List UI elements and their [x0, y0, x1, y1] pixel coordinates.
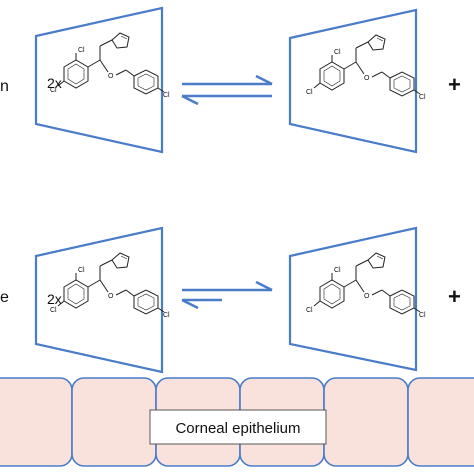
atom-cl-right: Cl	[419, 94, 426, 101]
atom-cl-top: Cl	[334, 267, 341, 274]
atom-cl-right: Cl	[419, 312, 426, 319]
atom-cl-right: Cl	[163, 92, 170, 99]
panel-frame	[288, 8, 418, 154]
multiplier-label: 2x	[47, 291, 62, 307]
plus-sign-top: +	[448, 72, 461, 97]
atom-cl-top: Cl	[78, 47, 85, 54]
multiplier-label: 2x	[47, 75, 62, 91]
panel-frame	[34, 226, 164, 374]
panel-bottom-left: Cl Cl O Cl 2x	[34, 226, 170, 374]
plus-sign-bottom: +	[448, 284, 461, 309]
molecule-structure: Cl Cl O Cl	[50, 32, 170, 99]
molecule-structure: Cl Cl O Cl	[50, 252, 170, 319]
molecule-structure: Cl Cl O Cl	[306, 34, 426, 101]
left-label-bottom: e	[0, 289, 9, 306]
atom-o: O	[364, 293, 370, 300]
panel-top-right: Cl Cl O Cl	[288, 8, 426, 154]
epithelium-label: Corneal epithelium	[175, 420, 300, 437]
atom-o: O	[108, 73, 114, 80]
atom-cl-left: Cl	[50, 307, 57, 314]
molecule-structure: Cl Cl O Cl	[306, 252, 426, 319]
panel-bottom-right: Cl Cl O Cl	[288, 226, 426, 372]
panel-frame	[288, 226, 418, 372]
epithelium-label-box	[149, 409, 327, 445]
equilibrium-arrows-top	[181, 74, 273, 106]
epithelial-cell	[71, 377, 157, 467]
epithelial-cell	[323, 377, 409, 467]
corneal-epithelium-layer: Corneal epithelium	[0, 377, 474, 467]
equilibrium-arrows-bottom	[181, 280, 273, 310]
atom-cl-top: Cl	[334, 49, 341, 56]
panel-frame	[34, 6, 164, 154]
atom-cl-left: Cl	[306, 307, 313, 314]
atom-cl-left: Cl	[306, 89, 313, 96]
epithelial-cell	[407, 377, 474, 467]
atom-cl-left: Cl	[50, 87, 57, 94]
atom-o: O	[364, 75, 370, 82]
atom-cl-right: Cl	[163, 312, 170, 319]
left-label-top: n	[0, 78, 9, 95]
panel-top-left: Cl Cl O Cl 2x	[34, 6, 170, 154]
epithelial-cell	[0, 377, 73, 467]
atom-cl-top: Cl	[78, 267, 85, 274]
atom-o: O	[108, 293, 114, 300]
